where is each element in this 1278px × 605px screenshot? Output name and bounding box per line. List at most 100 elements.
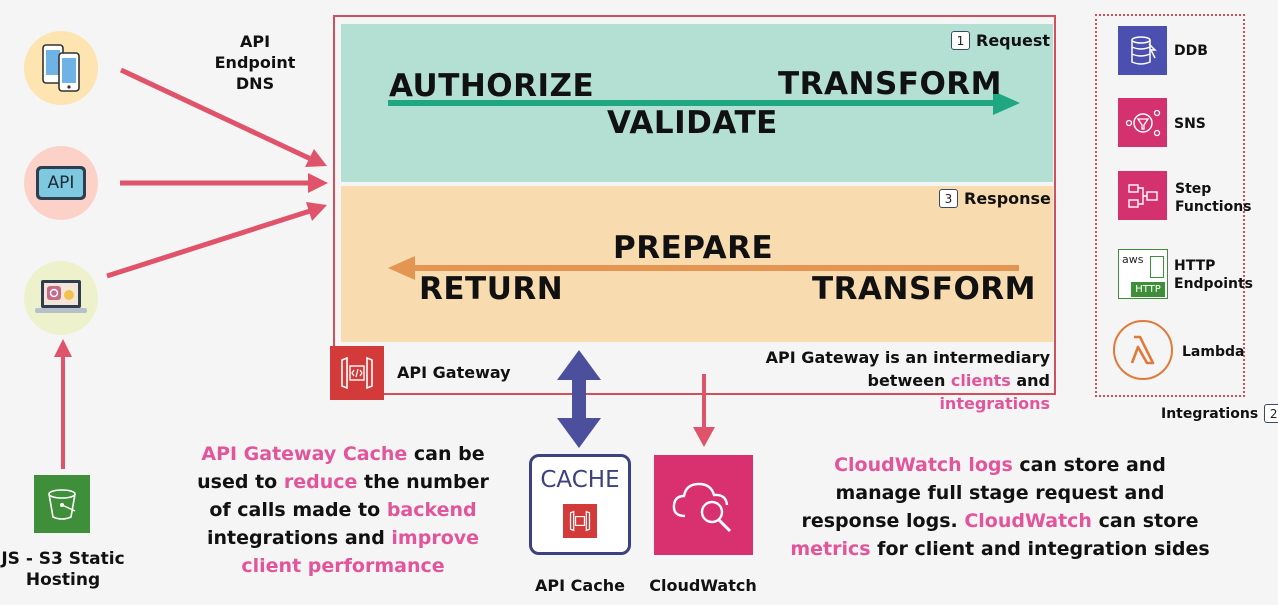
http-endpoints-icon: aws HTTP xyxy=(1118,249,1168,299)
s3-label-line1: JS - S3 Static xyxy=(1,549,125,569)
gateway-note-between: between xyxy=(867,371,951,390)
step-functions-icon xyxy=(1118,171,1167,220)
s3-label-line2: Hosting xyxy=(25,570,101,590)
http-endpoints-line1: HTTP xyxy=(1174,258,1216,274)
gateway-note: API Gateway is an intermediary between c… xyxy=(760,346,1050,415)
cache-arrow-up-head xyxy=(557,350,601,380)
cw-note-1a: CloudWatch logs xyxy=(834,454,1013,476)
cw-note-3a: response logs. xyxy=(801,510,965,532)
endpoint-dns-label: API Endpoint DNS xyxy=(210,31,300,94)
cloudwatch-label: CloudWatch xyxy=(649,576,757,595)
response-number-badge: 3 xyxy=(939,189,958,208)
response-arrow-head xyxy=(388,256,415,280)
client-arrow-web xyxy=(106,208,311,279)
cw-note-4b: for client and integration sides xyxy=(870,538,1210,560)
cache-note-2b: reduce xyxy=(283,471,358,493)
cache-note-4b: improve xyxy=(391,527,480,549)
cache-note-1b: can be xyxy=(407,443,485,465)
integrations-label-text: Integrations xyxy=(1161,405,1259,422)
api-screen-text: API xyxy=(39,169,83,197)
gateway-note-clients: clients xyxy=(950,371,1011,390)
cw-note-line4: metrics for client and integration sides xyxy=(790,535,1210,563)
request-label: 1 Request xyxy=(951,31,1050,50)
s3-bucket-icon xyxy=(34,475,90,533)
cw-note-line3: response logs. CloudWatch can store xyxy=(790,507,1210,535)
ddb-label: DDB xyxy=(1174,43,1208,59)
cache-note-3a: of calls made to xyxy=(209,499,387,521)
endpoint-line-1: API xyxy=(239,32,271,51)
cache-note-line1: API Gateway Cache can be xyxy=(188,440,498,468)
sns-icon xyxy=(1118,98,1167,147)
api-cache-label: API Cache xyxy=(535,576,625,595)
api-screen-icon: API xyxy=(36,166,86,200)
cache-note-line4: integrations and improve xyxy=(188,524,498,552)
cache-arrow-shaft xyxy=(572,376,586,422)
mobile-phones-icon xyxy=(42,44,80,92)
ddb-icon xyxy=(1118,26,1167,75)
cache-box-text: CACHE xyxy=(540,467,620,493)
cache-gateway-icon xyxy=(563,504,597,538)
cache-note-line2: used to reduce the number xyxy=(188,468,498,496)
gateway-note-integrations: integrations xyxy=(939,394,1050,413)
api-gateway-label: API Gateway xyxy=(397,363,511,382)
cw-note-line2: manage full stage request and xyxy=(835,482,1165,504)
web-client xyxy=(24,261,98,335)
cache-note-1a: API Gateway Cache xyxy=(201,443,408,465)
s3-hosting-label: JS - S3 Static Hosting xyxy=(0,549,126,591)
api-gateway-icon xyxy=(330,346,384,400)
endpoint-line-2: Endpoint xyxy=(214,53,296,72)
response-band xyxy=(341,186,1053,342)
laptop-icon xyxy=(35,280,87,313)
client-arrow-api-head xyxy=(308,173,328,193)
gateway-note-line1: API Gateway is an intermediary xyxy=(765,348,1050,367)
step-functions-line1: Step xyxy=(1175,181,1212,197)
cache-note-2c: the number xyxy=(357,471,489,493)
endpoint-line-3: DNS xyxy=(235,74,275,93)
client-arrow-web-head xyxy=(306,202,327,221)
cw-note-1b: can store and xyxy=(1012,454,1166,476)
mobile-client xyxy=(24,31,98,105)
step-return: RETURN xyxy=(419,271,564,307)
step-functions-line2: Functions xyxy=(1175,199,1252,215)
cache-box: CACHE xyxy=(529,454,631,555)
integrations-number-badge: 2 xyxy=(1264,404,1278,423)
request-label-text: Request xyxy=(976,31,1051,50)
step-validate: VALIDATE xyxy=(607,105,778,141)
cache-note-3b: backend xyxy=(386,499,477,521)
lambda-icon xyxy=(1113,320,1173,380)
cloudwatch-note: CloudWatch logs can store and manage ful… xyxy=(790,451,1210,563)
cw-note-line1: CloudWatch logs can store and xyxy=(790,451,1210,479)
cw-note-4a: metrics xyxy=(790,538,871,560)
http-badge-text: HTTP xyxy=(1131,282,1165,297)
integrations-frame xyxy=(1095,14,1245,397)
cache-note-line3: of calls made to backend xyxy=(188,496,498,524)
cloudwatch-arrow-head xyxy=(693,427,715,447)
http-endpoints-label: HTTP Endpoints xyxy=(1174,257,1253,293)
client-arrow-mobile xyxy=(119,67,315,163)
cache-note-4a: integrations and xyxy=(206,527,392,549)
api-gateway-frame xyxy=(333,15,1056,395)
cache-note-line5: client performance xyxy=(241,555,445,577)
step-authorize: AUTHORIZE xyxy=(389,68,595,104)
s3-to-web-arrow-head xyxy=(54,339,72,357)
cw-note-3b: CloudWatch xyxy=(964,510,1092,532)
cloudwatch-icon xyxy=(654,455,753,555)
http-building-icon xyxy=(1150,256,1164,278)
step-functions-label: Step Functions xyxy=(1175,180,1252,216)
sns-label: SNS xyxy=(1174,116,1206,132)
cache-arrow-down-head xyxy=(557,418,601,448)
cache-note-2a: used to xyxy=(197,471,284,493)
request-number-badge: 1 xyxy=(951,31,970,50)
response-label: 3 Response xyxy=(939,189,1051,208)
client-arrow-mobile-head xyxy=(305,149,327,167)
request-arrow-head xyxy=(993,91,1020,115)
api-client: API xyxy=(24,146,98,220)
integrations-label: Integrations 2 xyxy=(1161,404,1278,423)
step-prepare: PREPARE xyxy=(613,230,774,266)
lambda-label: Lambda xyxy=(1182,344,1245,360)
gateway-note-and: and xyxy=(1010,371,1050,390)
cache-note: API Gateway Cache can be used to reduce … xyxy=(188,440,498,580)
cw-note-3c: can store xyxy=(1091,510,1199,532)
http-endpoints-line2: Endpoints xyxy=(1174,276,1253,292)
